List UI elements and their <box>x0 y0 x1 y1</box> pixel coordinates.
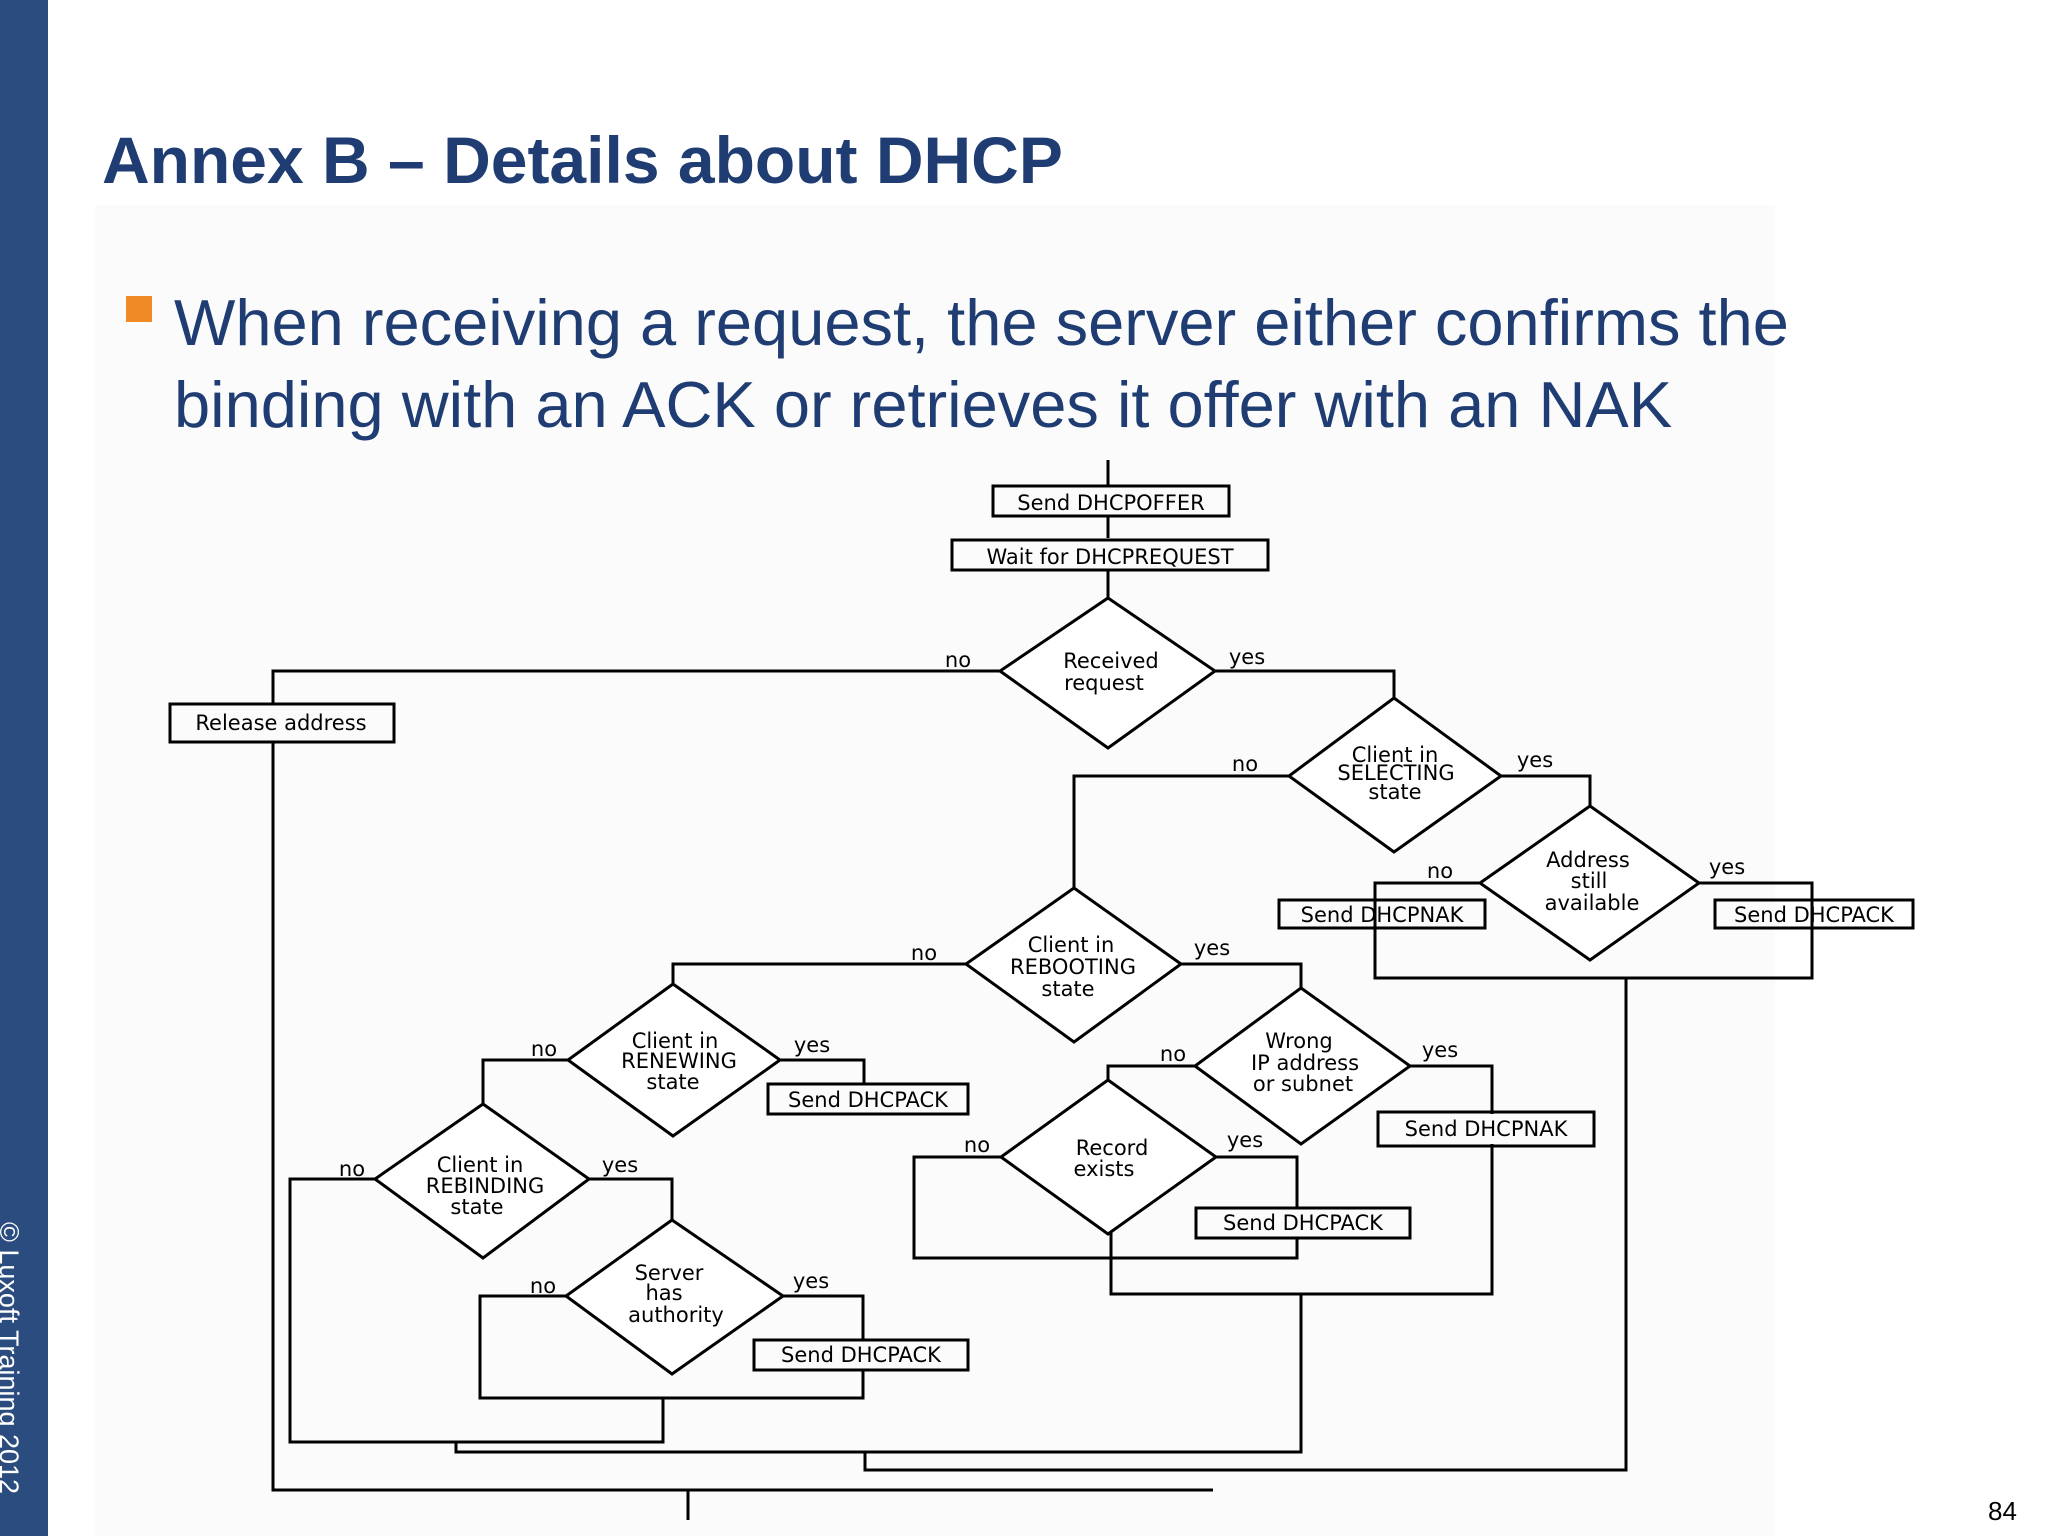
page-number: 84 <box>1988 1496 2017 1526</box>
flow-line-selecting-no <box>1072 774 1289 888</box>
flow-line-authority-yes <box>783 1294 865 1340</box>
branch-received-no: no <box>945 648 971 672</box>
label-client-selecting-3: state <box>1368 780 1421 804</box>
label-send-dhcpack-authority: Send DHCPACK <box>781 1343 942 1367</box>
label-client-rebooting-2: REBOOTING <box>1010 955 1136 979</box>
flow-line-release <box>271 742 1213 1492</box>
box-send-dhcpack-selecting <box>1713 898 1915 930</box>
bullet-text: When receiving a request, the server eit… <box>174 286 1789 441</box>
flow-line-rebooting-no <box>671 962 966 984</box>
branch-available-no: no <box>1427 859 1453 883</box>
label-server-authority-2: has <box>645 1281 682 1305</box>
label-client-rebooting-1: Client in <box>1028 933 1115 957</box>
box-send-dhcpack-renewing <box>766 1082 970 1116</box>
branch-authority-no: no <box>530 1274 556 1298</box>
flow-line-received-yes <box>1215 669 1396 698</box>
label-client-rebinding-2: REBINDING <box>426 1174 545 1198</box>
label-send-dhcpnak-wrong-ip: Send DHCPNAK <box>1405 1117 1569 1141</box>
label-record-exists-2: exists <box>1074 1157 1135 1181</box>
label-wrong-ip-2: IP address <box>1251 1051 1359 1075</box>
diamond-address-available <box>1477 804 1702 962</box>
box-send-dhcpack-authority <box>752 1338 970 1372</box>
flow-line-renewing-yes <box>780 1058 866 1084</box>
diamond-client-selecting <box>1286 696 1504 854</box>
branch-rebinding-no: no <box>339 1157 365 1181</box>
branch-selecting-yes: yes <box>1517 748 1553 772</box>
diamond-record-exists <box>998 1078 1219 1236</box>
diamond-wrong-ip <box>1192 986 1413 1146</box>
label-send-dhcpoffer: Send DHCPOFFER <box>1017 491 1204 515</box>
label-send-dhcpack-selecting: Send DHCPACK <box>1734 903 1895 927</box>
branch-rebinding-yes: yes <box>602 1153 638 1177</box>
diamond-server-authority <box>563 1218 786 1376</box>
label-send-dhcpack-record: Send DHCPACK <box>1223 1211 1384 1235</box>
label-client-renewing-2: RENEWING <box>621 1049 737 1073</box>
label-wrong-ip-3: or subnet <box>1253 1072 1353 1096</box>
flow-line-selecting-yes <box>1501 774 1592 806</box>
label-address-available-3: available <box>1545 891 1640 915</box>
diamond-received-request <box>997 596 1218 750</box>
label-server-authority-1: Server <box>635 1261 704 1285</box>
label-send-dhcpnak-selecting: Send DHCPNAK <box>1301 903 1465 927</box>
label-client-rebooting-3: state <box>1041 977 1094 1001</box>
branch-renewing-no: no <box>531 1037 557 1061</box>
box-send-dhcpoffer <box>991 484 1231 518</box>
branch-wrong-no: no <box>1160 1042 1186 1066</box>
diamond-client-rebooting <box>963 886 1184 1044</box>
label-address-available-2: still <box>1571 869 1608 893</box>
slide-title: Annex B – Details about DHCP <box>102 123 1063 197</box>
label-release-address: Release address <box>195 711 366 735</box>
diamond-client-renewing <box>565 982 783 1138</box>
flow-line-record-yes <box>1216 1155 1299 1208</box>
label-wrong-ip-1: Wrong <box>1265 1029 1332 1053</box>
branch-received-yes: yes <box>1229 645 1265 669</box>
label-client-renewing-3: state <box>646 1070 699 1094</box>
flow-line-rebooting-yes <box>1181 962 1303 988</box>
box-wait-dhcprequest <box>950 538 1270 572</box>
flow-line-wrong-yes <box>1410 1064 1494 1114</box>
flow-line-record-no <box>912 1155 1299 1260</box>
flow-line-rebinding-yes <box>589 1177 674 1223</box>
label-record-exists-1: Record <box>1076 1136 1149 1160</box>
flow-line-authority-no <box>478 1294 865 1400</box>
label-received-request-1: Received <box>1063 649 1159 673</box>
box-send-dhcpnak-wrong-ip <box>1376 1110 1596 1148</box>
label-client-rebinding-3: state <box>450 1195 503 1219</box>
branch-rebooting-no: no <box>911 941 937 965</box>
bullet-marker <box>126 296 152 322</box>
branch-record-yes: yes <box>1227 1128 1263 1152</box>
flow-line-received-no <box>271 669 1000 703</box>
label-wait-dhcprequest: Wait for DHCPREQUEST <box>986 545 1233 569</box>
label-client-selecting-1: Client in <box>1352 743 1439 767</box>
branch-selecting-no: no <box>1232 752 1258 776</box>
branch-authority-yes: yes <box>793 1269 829 1293</box>
flow-line-available-no <box>1373 881 1814 980</box>
branch-available-yes: yes <box>1709 855 1745 879</box>
branch-renewing-yes: yes <box>794 1033 830 1057</box>
content-area <box>95 205 1775 1536</box>
branch-wrong-yes: yes <box>1422 1038 1458 1062</box>
box-release-address <box>168 702 396 744</box>
flow-line-record-return <box>454 1294 1303 1454</box>
label-server-authority-3: authority <box>628 1303 724 1327</box>
flow-line-available-return <box>863 978 1628 1472</box>
box-send-dhcpnak-selecting <box>1277 898 1487 930</box>
flow-line-renewing-no <box>481 1058 568 1104</box>
label-address-available-1: Address <box>1546 848 1630 872</box>
flow-line-wrong-no <box>1106 1064 1195 1080</box>
label-client-renewing-1: Client in <box>632 1029 719 1053</box>
label-received-request-2: request <box>1064 671 1144 695</box>
label-client-rebinding-1: Client in <box>437 1153 524 1177</box>
flow-line-rebinding-no <box>288 1177 665 1444</box>
label-send-dhcpack-renewing: Send DHCPACK <box>788 1088 949 1112</box>
flow-line-available-yes <box>1699 881 1814 900</box>
sidebar-bar: © Luxoft Training 2012 <box>0 0 48 1536</box>
label-client-selecting-2: SELECTING <box>1337 761 1454 785</box>
branch-rebooting-yes: yes <box>1194 936 1230 960</box>
diamond-client-rebinding <box>372 1102 592 1260</box>
box-send-dhcpack-record <box>1194 1206 1412 1240</box>
branch-record-no: no <box>964 1133 990 1157</box>
